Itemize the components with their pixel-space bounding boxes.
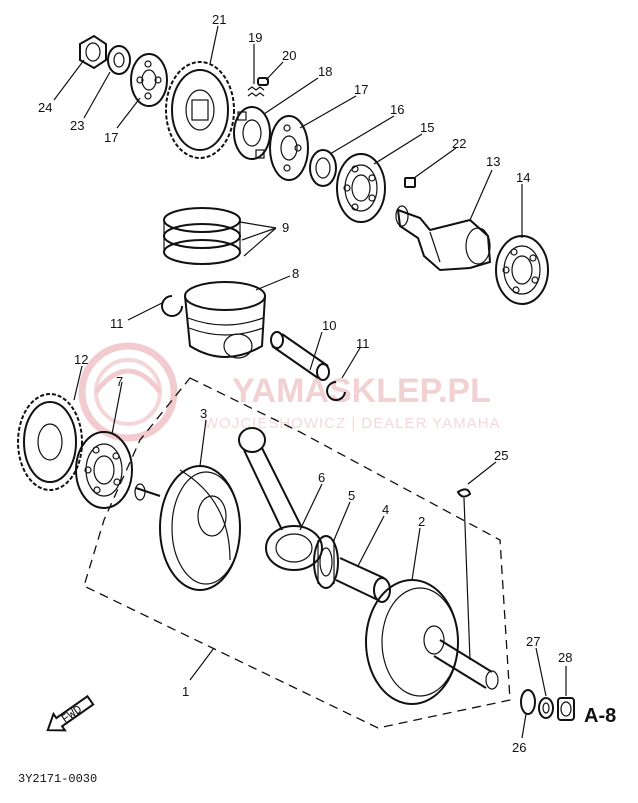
callout-11-right: 11 — [356, 336, 370, 351]
callout-25: 25 — [494, 448, 508, 463]
callout-2: 2 — [418, 514, 425, 529]
crank-pin-4 — [335, 557, 391, 603]
leader-lines — [53, 25, 567, 739]
crank-left-3 — [134, 465, 241, 591]
lock-plate-17-mid — [269, 115, 309, 181]
watermark-brand: YAMASKLEP.PL — [232, 372, 491, 410]
circlip-11-left — [161, 295, 183, 317]
washer-16 — [309, 149, 337, 187]
callout-11-left: 11 — [110, 316, 124, 331]
key-22 — [404, 177, 416, 188]
gear-holder-18 — [233, 106, 271, 160]
fwd-label: FWD — [59, 703, 85, 727]
bearing-15 — [336, 153, 386, 223]
piston-rings-9 — [163, 207, 241, 265]
nut-24 — [79, 34, 107, 70]
callout-6: 6 — [318, 470, 325, 485]
callout-22: 22 — [452, 136, 466, 151]
pin-20 — [257, 77, 269, 86]
callout-13: 13 — [486, 154, 500, 169]
watermark-subtitle: WOJCIESHOWICZ | DEALER YAMAHA — [204, 415, 501, 432]
callout-23: 23 — [70, 118, 84, 133]
key-25 — [456, 488, 472, 498]
crankshaft-assembly-1 — [83, 377, 511, 729]
gear-12 — [17, 393, 83, 491]
callout-4: 4 — [382, 502, 389, 517]
callout-16: 16 — [390, 102, 404, 117]
callout-7: 7 — [116, 374, 123, 389]
callout-28: 28 — [558, 650, 572, 665]
callout-18: 18 — [318, 64, 332, 79]
primary-drive-gear-21 — [165, 61, 235, 159]
circlip-11-right — [326, 381, 346, 401]
callout-10: 10 — [322, 318, 336, 333]
callout-14: 14 — [516, 170, 530, 185]
diagram-code: 3Y2171-0030 — [18, 772, 97, 786]
callout-27: 27 — [526, 634, 540, 649]
callout-8: 8 — [292, 266, 299, 281]
callout-21: 21 — [212, 12, 226, 27]
nut-28 — [557, 697, 575, 721]
callout-20: 20 — [282, 48, 296, 63]
spring-19 — [247, 86, 265, 97]
callout-17-top: 17 — [104, 130, 118, 145]
callout-19: 19 — [248, 30, 262, 45]
callout-1: 1 — [182, 684, 189, 699]
callout-24: 24 — [38, 100, 52, 115]
lock-plate-17-top — [130, 53, 168, 107]
callout-17-mid: 17 — [354, 82, 368, 97]
fwd-arrow-icon: FWD — [46, 694, 95, 732]
callout-9: 9 — [282, 220, 289, 235]
balancer-shaft-13 — [395, 205, 492, 272]
callout-12: 12 — [74, 352, 88, 367]
watermark: YAMASKLEP.PL WOJCIESHOWICZ | DEALER YAMA… — [78, 342, 501, 442]
callout-numbers: 24 23 17 21 19 20 18 17 16 15 22 13 14 9… — [38, 12, 572, 755]
connecting-rod-6 — [238, 427, 323, 571]
callout-26: 26 — [512, 740, 526, 755]
callout-5: 5 — [348, 488, 355, 503]
bearing-14 — [495, 235, 549, 305]
callout-15: 15 — [420, 120, 434, 135]
bearing-5 — [313, 535, 339, 589]
callout-3: 3 — [200, 406, 207, 421]
washer-26 — [520, 689, 536, 715]
piston-8 — [184, 281, 266, 359]
crank-right-2 — [365, 579, 499, 705]
watermark-logo-icon — [78, 342, 178, 442]
washer-23 — [107, 45, 131, 75]
washer-27 — [538, 697, 554, 719]
bearing-7 — [75, 431, 133, 509]
section-ref-label: A-8 — [584, 705, 616, 727]
piston-pin-10 — [270, 331, 330, 381]
